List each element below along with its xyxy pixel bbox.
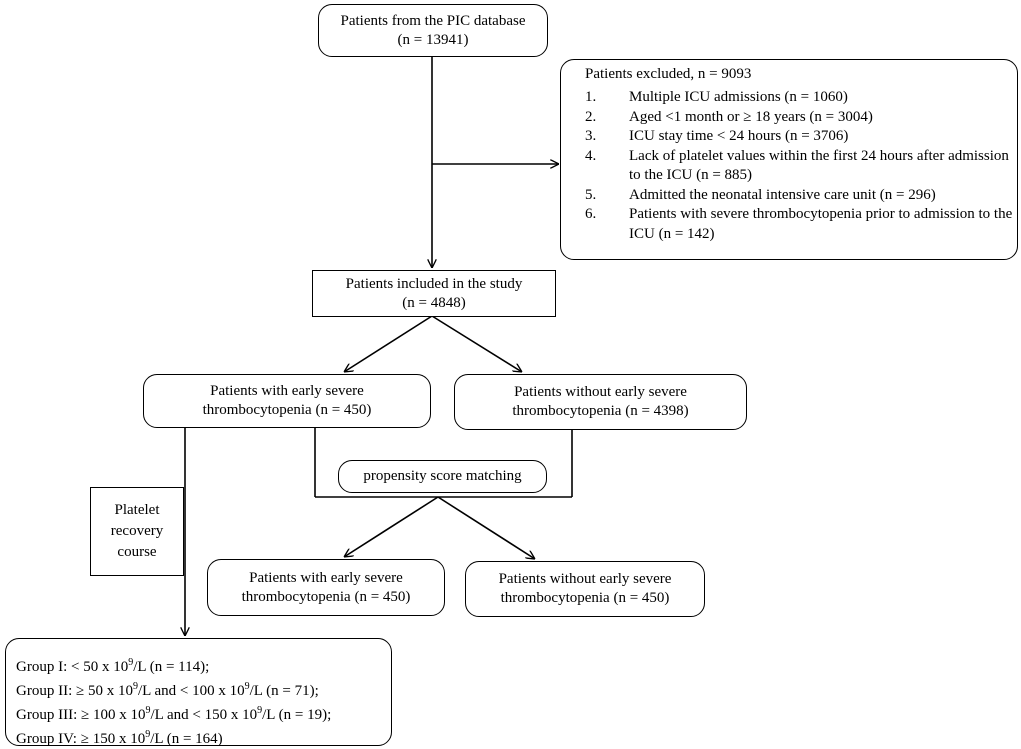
excluded-box: Patients excluded, n = 9093 1. Multiple I… [560, 59, 1018, 260]
database-line2: (n = 13941) [397, 31, 469, 48]
psm-label: propensity score matching [363, 468, 522, 484]
matched-with-box: Patients with early severe thrombocytope… [207, 559, 445, 616]
exclusion-text: ICU stay time < 24 hours (n = 3706) [629, 128, 849, 144]
exclusion-number: 2. [585, 108, 597, 125]
group-item: Group IV: ≥ 150 x 109/L (n = 164) [16, 729, 223, 747]
exclusion-item: 6. Patients with severe thrombocytopenia … [585, 205, 1015, 244]
exclusion-item: 5. Admitted the neonatal intensive care u… [585, 186, 1015, 206]
matched-without-box: Patients without early severe thrombocyt… [465, 561, 705, 617]
excluded-title: Patients excluded, n = 9093 [585, 66, 752, 82]
exclusion-number: 5. [585, 186, 597, 203]
group-item: Group II: ≥ 50 x 109/L and < 100 x 109/L… [16, 681, 319, 699]
exclusion-text: Patients with severe thrombocytopenia pr… [629, 206, 1013, 242]
exclusion-text: Aged <1 month or ≥ 18 years (n = 3004) [629, 108, 873, 125]
exclusion-item: 1. Multiple ICU admissions (n = 1060) [585, 88, 1015, 108]
group-list: Group I: < 50 x 109/L (n = 114); Group I… [16, 653, 331, 749]
with-early-box: Patients with early severe thrombocytope… [143, 374, 431, 428]
without-early-box: Patients without early severe thrombocyt… [454, 374, 747, 430]
included-box: Patients included in the study (n = 4848… [312, 270, 556, 317]
database-line1: Patients from the PIC database [340, 12, 526, 29]
exclusion-item: 3. ICU stay time < 24 hours (n = 3706) [585, 127, 1015, 147]
matched-without-line2: thrombocytopenia (n = 450) [500, 590, 670, 606]
exclusion-list: 1. Multiple ICU admissions (n = 1060) 2. A… [585, 88, 1015, 244]
exclusion-number: 3. [585, 128, 597, 144]
exclusion-text: Multiple ICU admissions (n = 1060) [629, 89, 848, 105]
matched-with-line1: Patients with early severe [249, 569, 403, 586]
psm-box: propensity score matching [338, 460, 547, 493]
exclusion-number: 6. [585, 206, 597, 222]
matched-without-line1: Patients without early severe [498, 571, 672, 587]
groups-box: Group I: < 50 x 109/L (n = 114); Group I… [5, 638, 392, 749]
exclusion-item: 4. Lack of platelet values within the fir… [585, 147, 1015, 186]
with-early-line1: Patients with early severe [210, 383, 364, 399]
matched-with-line2: thrombocytopenia (n = 450) [241, 588, 411, 605]
without-early-line2: thrombocytopenia (n = 4398) [512, 403, 689, 419]
exclusion-item: 2. Aged <1 month or ≥ 18 years (n = 3004) [585, 108, 1015, 128]
arrow-psm-to-matched-with [344, 496, 439, 557]
exclusion-number: 1. [585, 89, 597, 105]
arrow-included-to-with [344, 315, 433, 372]
recovery-box: Platelet recovery course [90, 487, 184, 576]
included-line2: (n = 4848) [402, 294, 466, 311]
group-item: Group III: ≥ 100 x 109/L and < 150 x 109… [16, 705, 332, 723]
recovery-line1: Platelet [114, 502, 160, 518]
arrow-included-to-without [431, 315, 522, 372]
recovery-line2: recovery [110, 523, 164, 539]
arrow-psm-to-matched-without [437, 496, 535, 559]
exclusion-number: 4. [585, 147, 597, 164]
with-early-line2: thrombocytopenia (n = 450) [202, 402, 372, 418]
included-line1: Patients included in the study [345, 275, 523, 292]
group-item: Group I: < 50 x 109/L (n = 114); [16, 657, 210, 675]
exclusion-text: Admitted the neonatal intensive care uni… [629, 186, 936, 203]
database-box: Patients from the PIC database (n = 1394… [318, 4, 548, 57]
recovery-line3: course [117, 544, 157, 560]
exclusion-text: Lack of platelet values within the first… [629, 147, 1009, 184]
without-early-line1: Patients without early severe [514, 384, 687, 400]
